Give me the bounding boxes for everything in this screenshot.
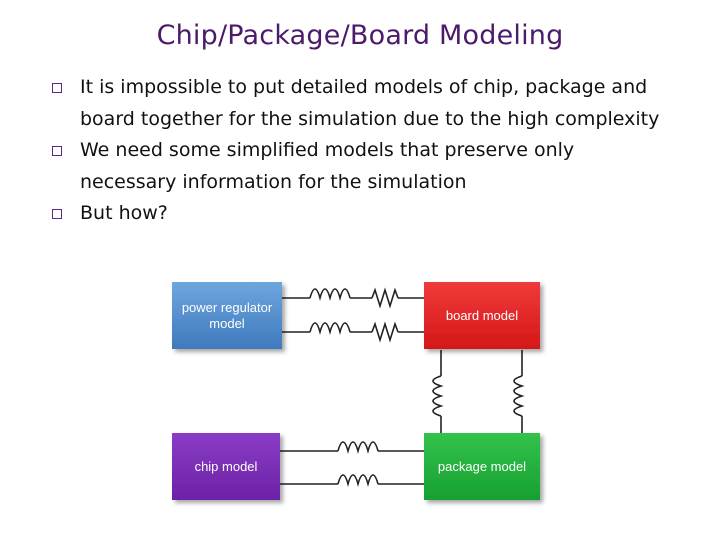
- chip-label: chip model: [194, 458, 258, 474]
- board-block: [424, 282, 540, 349]
- square-bullet-icon: [52, 146, 62, 156]
- inductor-symbol: [337, 441, 379, 454]
- square-bullet-icon: [52, 209, 62, 219]
- resistor-symbol: [371, 287, 399, 309]
- square-bullet-icon: [52, 83, 62, 93]
- inductor-symbol: [309, 322, 351, 335]
- top-connections: [282, 287, 424, 343]
- bullet-text: But how?: [80, 202, 168, 224]
- bullet-list: It is impossible to put detailed models …: [52, 72, 672, 230]
- bottom-connections: [280, 441, 424, 487]
- vertical-connections: [432, 350, 525, 433]
- resistor-symbol: [371, 321, 399, 343]
- chip-block: [172, 433, 280, 500]
- bullet-item: We need some simplified models that pres…: [52, 135, 672, 198]
- package-label: package model: [437, 458, 527, 474]
- power-regulator-label: power regulator model: [181, 299, 273, 331]
- inductor-symbol: [513, 375, 525, 417]
- bullet-text: We need some simplified models that pres…: [80, 139, 575, 193]
- slide-title: Chip/Package/Board Modeling: [156, 20, 564, 51]
- bullet-text: It is impossible to put detailed models …: [80, 76, 660, 130]
- inductor-symbol: [309, 288, 351, 301]
- board-label: board model: [445, 307, 519, 323]
- inductor-symbol: [337, 474, 379, 487]
- bullet-item: It is impossible to put detailed models …: [52, 72, 672, 135]
- power-regulator-block: [172, 282, 282, 349]
- bullet-item: But how?: [52, 198, 672, 230]
- package-block: [424, 433, 540, 500]
- inductor-symbol: [432, 375, 444, 417]
